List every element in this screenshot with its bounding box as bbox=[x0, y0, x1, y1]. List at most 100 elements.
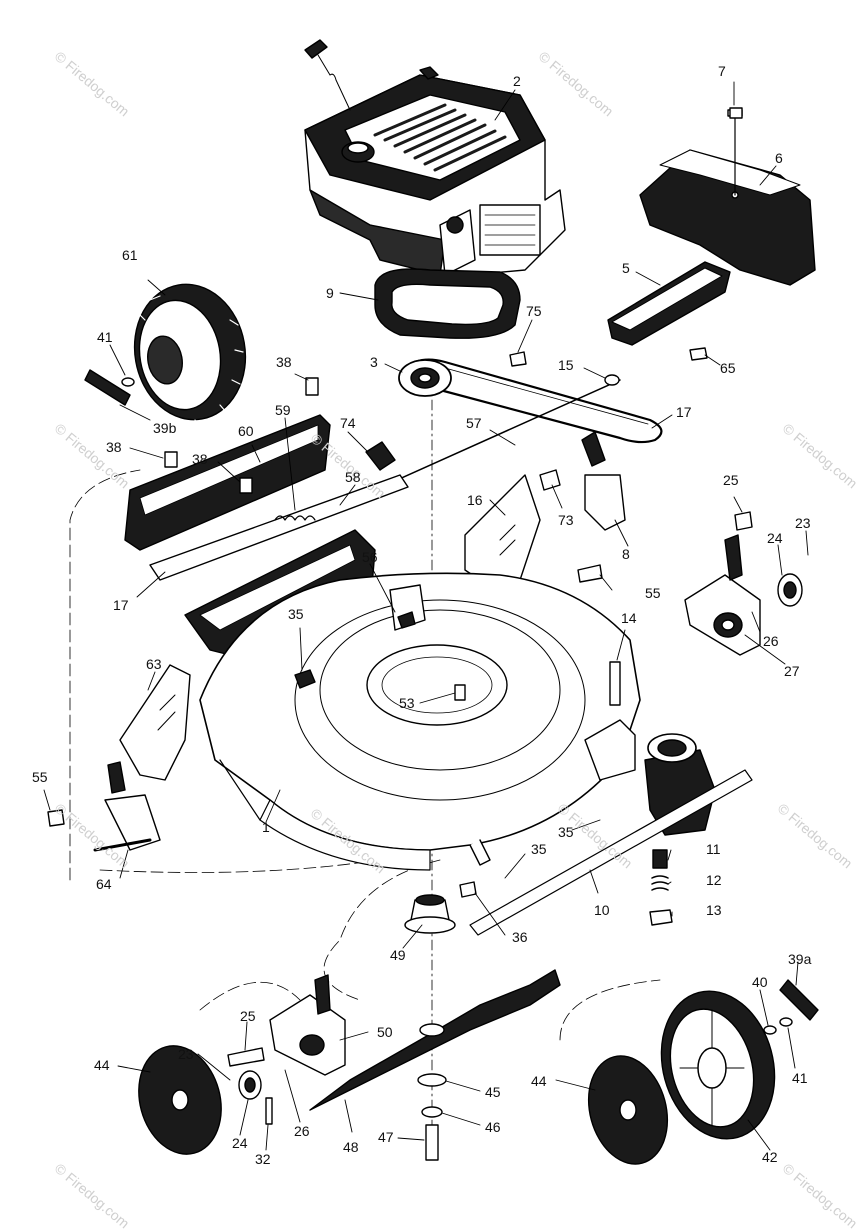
callout-57: 57 bbox=[466, 415, 482, 431]
callout-55-left: 55 bbox=[32, 769, 48, 785]
clip-74 bbox=[365, 441, 396, 471]
hubcap-44-left bbox=[138, 1045, 222, 1155]
blade-adapter bbox=[404, 894, 456, 934]
height-bracket-63 bbox=[119, 664, 191, 781]
callout-65: 65 bbox=[720, 360, 736, 376]
exploded-view-drawing bbox=[43, 39, 819, 1165]
hinge-rod-17 bbox=[149, 474, 409, 581]
callout-11: 11 bbox=[706, 841, 721, 857]
callout-25-left: 25 bbox=[240, 1008, 256, 1024]
assembly-line-adapter bbox=[323, 859, 441, 1001]
nut-13 bbox=[649, 909, 673, 926]
callout-39b: 39b bbox=[153, 420, 177, 436]
blade-bolt-47 bbox=[425, 1124, 439, 1161]
engine-assembly bbox=[304, 39, 566, 276]
callout-16: 16 bbox=[467, 492, 483, 508]
callout-44-left: 44 bbox=[94, 1057, 110, 1073]
callout-39a: 39a bbox=[788, 951, 812, 967]
callout-1: 1 bbox=[262, 819, 270, 835]
callout-41-left: 41 bbox=[97, 329, 113, 345]
bolt-14 bbox=[609, 661, 621, 706]
callout-50: 50 bbox=[377, 1024, 393, 1040]
mower-blade bbox=[309, 969, 561, 1111]
bolt-7 bbox=[729, 107, 743, 119]
drive-shaft bbox=[469, 769, 753, 936]
washer-40 bbox=[763, 1025, 777, 1035]
bolt-25-left bbox=[227, 1047, 265, 1067]
callout-17-belt: 17 bbox=[676, 404, 692, 420]
rear-wheel-61 bbox=[133, 283, 247, 429]
callout-26-right: 26 bbox=[763, 633, 779, 649]
transmission bbox=[584, 719, 716, 836]
drive-pulley bbox=[398, 359, 452, 397]
callout-48: 48 bbox=[343, 1139, 359, 1155]
callout-61: 61 bbox=[122, 247, 138, 263]
wheel-bracket-50 bbox=[269, 974, 346, 1076]
bolt-38b bbox=[164, 451, 178, 468]
callout-5: 5 bbox=[622, 260, 630, 276]
axle-39a bbox=[779, 979, 819, 1021]
rear-cover bbox=[639, 109, 816, 286]
callout-10: 10 bbox=[594, 902, 610, 918]
bolt-36 bbox=[459, 881, 477, 898]
hubcap-44-right bbox=[587, 1055, 669, 1165]
washer-41-right bbox=[779, 1017, 793, 1027]
bolt-73 bbox=[539, 469, 561, 491]
callout-38-left: 38 bbox=[106, 439, 122, 455]
torsion-spring bbox=[274, 515, 316, 521]
callout-25-right: 25 bbox=[723, 472, 739, 488]
callout-56: 56 bbox=[362, 549, 378, 565]
callout-75: 75 bbox=[526, 303, 542, 319]
callout-6: 6 bbox=[775, 150, 783, 166]
bolt-55-left bbox=[47, 809, 65, 827]
assembly-line-left bbox=[69, 469, 141, 881]
callout-38-mid: 38 bbox=[192, 451, 208, 467]
bolt-55-right bbox=[577, 564, 603, 583]
callout-24-right: 24 bbox=[767, 530, 783, 546]
bolt-25-right bbox=[734, 511, 753, 531]
callout-23-right: 23 bbox=[795, 515, 811, 531]
pin-32 bbox=[265, 1097, 273, 1125]
deck-bolt-53 bbox=[454, 684, 466, 701]
callout-26-left: 26 bbox=[294, 1123, 310, 1139]
callout-7: 7 bbox=[718, 63, 726, 79]
engine-spacer bbox=[374, 268, 521, 339]
rear-baffle-60 bbox=[124, 414, 331, 551]
callout-23-left: 23 bbox=[178, 1046, 194, 1062]
gear-24-left bbox=[238, 1070, 262, 1100]
rear-axle-39b bbox=[84, 369, 131, 406]
callout-49: 49 bbox=[390, 947, 406, 963]
bolt-38a bbox=[305, 377, 319, 396]
washer-46 bbox=[421, 1106, 443, 1118]
spring-12 bbox=[651, 875, 669, 891]
callout-46: 46 bbox=[485, 1119, 501, 1135]
callout-74: 74 bbox=[340, 415, 356, 431]
mower-deck bbox=[199, 572, 641, 871]
callout-60: 60 bbox=[238, 423, 254, 439]
assembly-line-wheel-right bbox=[559, 979, 661, 1041]
callout-64: 64 bbox=[96, 876, 112, 892]
rear-wheel-42 bbox=[660, 990, 776, 1140]
deck-nut-35 bbox=[294, 669, 316, 689]
callout-2: 2 bbox=[513, 73, 521, 89]
adjuster-lever-8 bbox=[581, 431, 626, 531]
callout-35-front: 35 bbox=[531, 841, 547, 857]
callout-63: 63 bbox=[146, 656, 162, 672]
callout-53: 53 bbox=[399, 695, 415, 711]
callout-17-rod: 17 bbox=[113, 597, 129, 613]
callout-44-right: 44 bbox=[531, 1073, 547, 1089]
leader-lines bbox=[43, 81, 809, 1151]
washer-45 bbox=[417, 1073, 447, 1087]
callout-12: 12 bbox=[706, 872, 722, 888]
starter-handle bbox=[304, 39, 328, 59]
bolt-38c bbox=[239, 477, 253, 494]
callout-3: 3 bbox=[370, 354, 378, 370]
assembly-line-wheel-left bbox=[199, 981, 301, 1011]
callout-24-left: 24 bbox=[232, 1135, 248, 1151]
callout-35-right: 35 bbox=[558, 824, 574, 840]
callout-55-right: 55 bbox=[645, 585, 661, 601]
callout-15: 15 bbox=[558, 357, 574, 373]
adjuster-lever-64 bbox=[93, 761, 161, 852]
deck-nut-56 bbox=[397, 611, 416, 629]
wheel-gear-24 bbox=[777, 573, 803, 607]
